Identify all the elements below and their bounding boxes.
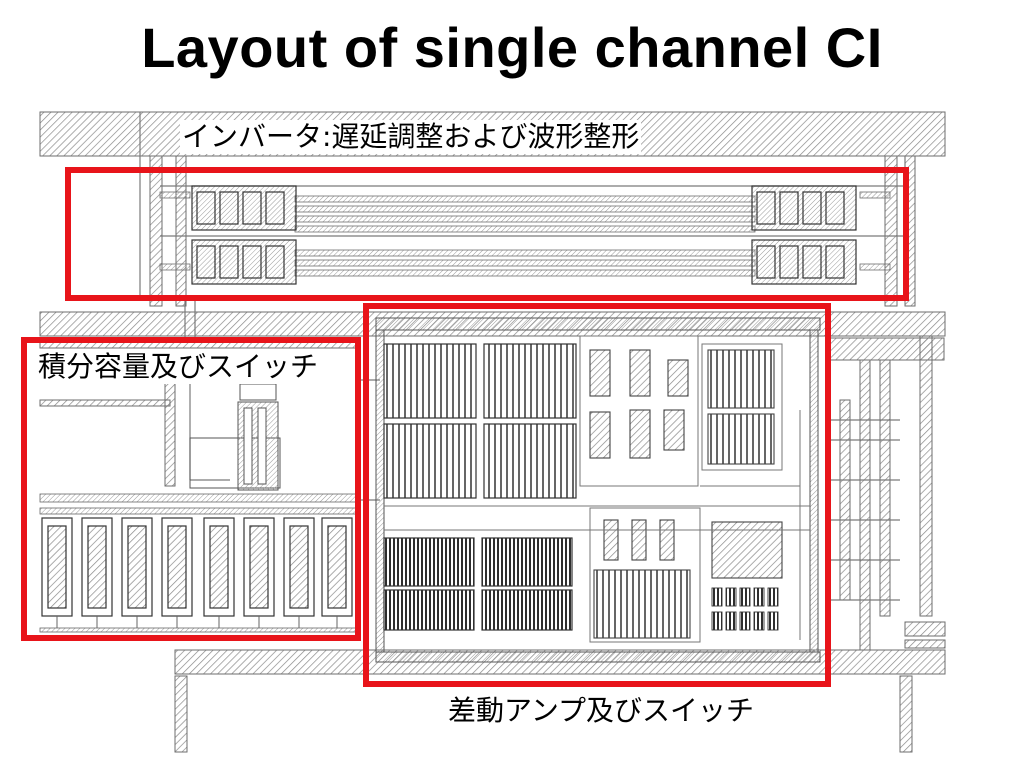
diffamp-input-transistors [383, 343, 577, 631]
inverter-region-label: インバータ:遅延調整および波形整形 [180, 120, 642, 154]
diffamp-region-label: 差動アンプ及びスイッチ [446, 694, 757, 728]
diffamp-frame [375, 317, 821, 663]
integrator-switch [189, 383, 281, 491]
slide-title: Layout of single channel CI [141, 16, 883, 79]
diffamp-internal-wiring [384, 335, 810, 643]
integrator-region-label: 積分容量及びスイッチ [36, 350, 321, 384]
inverter-highlight-box [65, 167, 909, 301]
integrator-highlight-box [21, 337, 361, 641]
diffamp-switch-array [711, 587, 779, 631]
inverter-cells-right [751, 185, 857, 285]
integration-capacitors [41, 517, 353, 617]
highlight-boxes [21, 167, 909, 687]
diffamp-bias-devices [589, 349, 783, 639]
diffamp-highlight-box [363, 303, 831, 687]
capacitor-leads [56, 616, 338, 628]
inverter-cells-left [191, 185, 297, 285]
